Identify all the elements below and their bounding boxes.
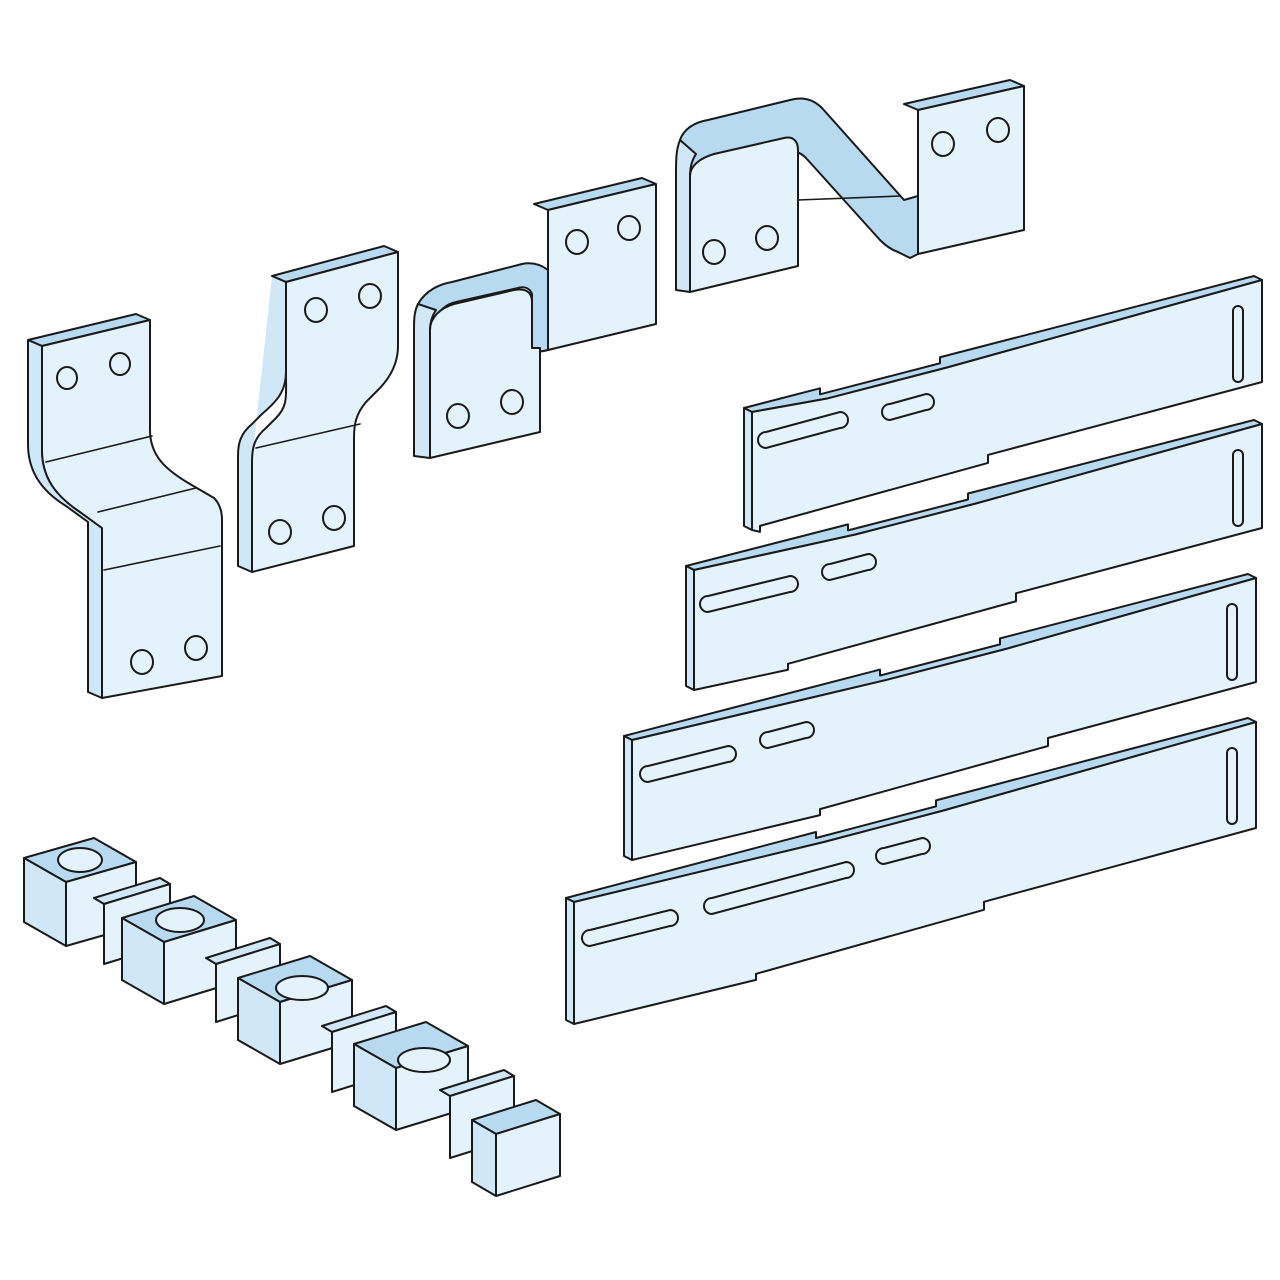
plate-slot	[881, 392, 935, 422]
plate-vertical-slot	[1232, 449, 1244, 527]
busbar-support-comb	[23, 837, 561, 1197]
plate-face	[631, 577, 1257, 861]
plate-side-edge	[623, 735, 633, 861]
plate-slot	[581, 908, 679, 948]
plate-slot	[821, 552, 877, 582]
plate-side-edge	[743, 407, 753, 531]
extension-plates-group	[565, 275, 1263, 1025]
plate-face	[573, 721, 1257, 1025]
extension-plate-3	[623, 573, 1257, 861]
plate-vertical-slot	[1226, 747, 1238, 825]
extension-plate-2	[685, 419, 1263, 691]
plate-face	[693, 423, 1263, 691]
offset-busbar-short	[237, 245, 399, 573]
extension-plate-1	[743, 275, 1263, 533]
plate-vertical-slot	[1232, 305, 1244, 383]
plate-face	[751, 279, 1263, 533]
plate-slot	[703, 860, 855, 916]
plate-slot	[699, 574, 799, 614]
wide-z-bend-connector	[675, 79, 1025, 293]
plate-slot	[757, 410, 849, 450]
plate-slot	[639, 744, 737, 784]
offset-busbar-s-shape	[27, 313, 223, 699]
plate-slot	[875, 836, 931, 866]
long-extension-plate	[565, 717, 1257, 1025]
plate-vertical-slot	[1226, 603, 1238, 681]
plate-side-edge	[685, 565, 695, 691]
z-bend-connector	[413, 177, 657, 459]
plate-side-edge	[565, 897, 575, 1025]
plate-slot	[759, 720, 815, 750]
